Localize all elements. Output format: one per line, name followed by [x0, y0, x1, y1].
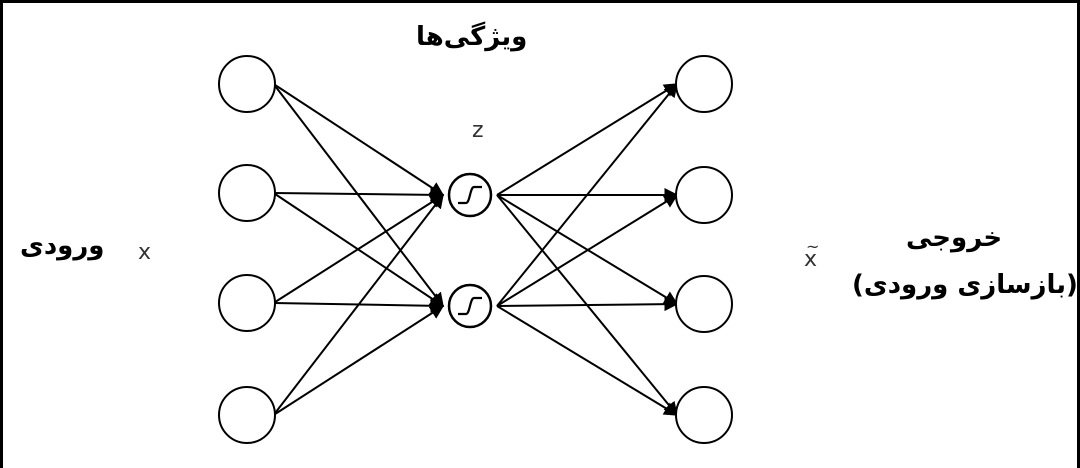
output-node-3 [675, 275, 733, 333]
input-node-3 [218, 274, 276, 332]
edge-input-4-to-hidden-1 [272, 193, 444, 416]
edge-hidden-2-to-output-4 [496, 305, 679, 416]
output-node-4 [675, 386, 733, 444]
input-variable-x: x [138, 240, 152, 265]
output-label: خروجی [906, 223, 1003, 253]
edge-hidden-2-to-output-2 [496, 194, 679, 307]
edge-input-3-to-hidden-1 [273, 194, 445, 304]
output-reconstruction-label: (بازسازی ورودی) [852, 270, 1078, 300]
edge-input-1-to-hidden-1 [273, 83, 445, 196]
features-label: ویژگی‌ها [416, 22, 528, 52]
input-label: ورودی [20, 231, 105, 261]
output-node-2 [675, 166, 733, 224]
input-node-4 [218, 386, 276, 444]
edge-input-4-to-hidden-2 [273, 305, 445, 416]
edge-input-2-to-hidden-1 [273, 187, 445, 202]
edge-hidden-2-to-output-1 [496, 82, 678, 307]
sigmoid-icon [458, 185, 482, 205]
edge-hidden-1-to-output-1 [496, 83, 679, 196]
edge-hidden-2-to-output-3 [496, 297, 679, 312]
tilde-mark: ~ [806, 237, 820, 256]
input-node-1 [218, 55, 276, 113]
output-node-1 [675, 55, 733, 113]
hidden-variable-z: z [472, 118, 484, 143]
input-node-2 [218, 164, 276, 222]
sigmoid-icon [458, 296, 482, 316]
output-variable-x-tilde: x [804, 247, 818, 272]
